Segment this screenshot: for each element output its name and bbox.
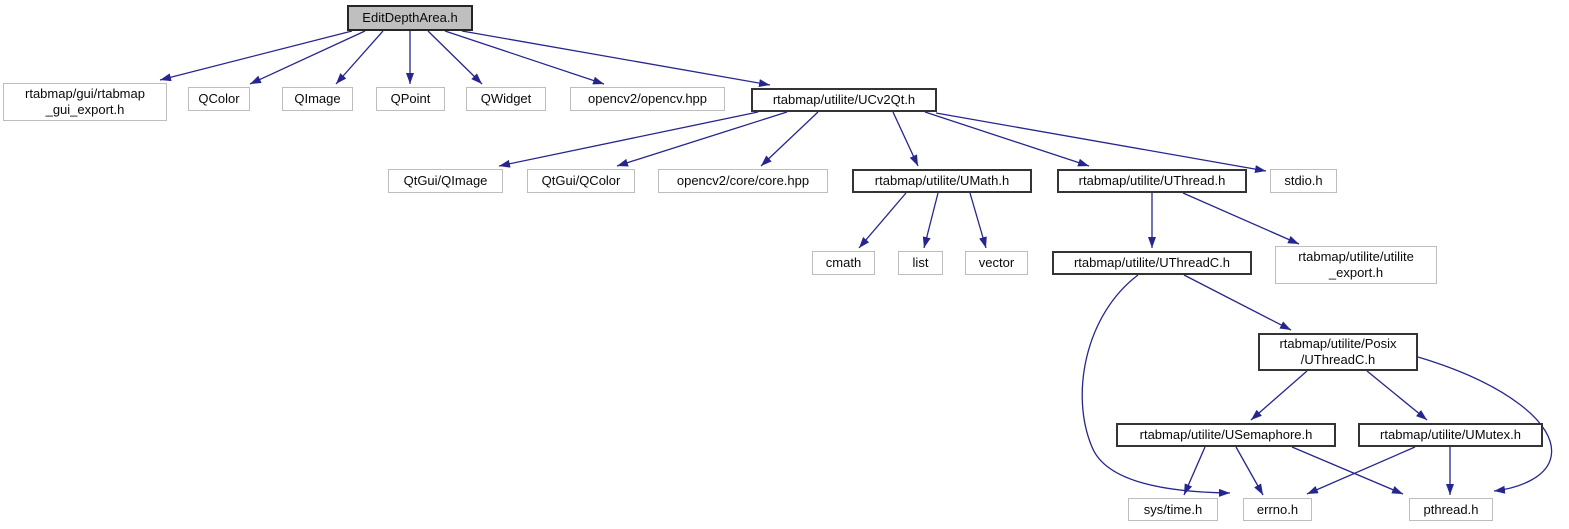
node-rtabmap-gui-export-h: rtabmap/gui/rtabmap _gui_export.h — [3, 83, 167, 121]
edge-usemaphore-errno — [1235, 446, 1264, 496]
node-qcolor: QColor — [188, 87, 250, 111]
edge-main-ucv2qt — [461, 30, 771, 88]
edge-ucv2qt-qtguiqcolor — [616, 111, 788, 167]
node-opencv2-opencv-hpp: opencv2/opencv.hpp — [570, 87, 725, 111]
node-usemaphore-h[interactable]: rtabmap/utilite/USemaphore.h — [1116, 423, 1336, 447]
node-stdio-h: stdio.h — [1270, 169, 1337, 193]
node-utilite-export-h: rtabmap/utilite/utilite _export.h — [1275, 246, 1437, 284]
node-qpoint: QPoint — [376, 87, 445, 111]
node-opencv2-core-hpp: opencv2/core/core.hpp — [658, 169, 828, 193]
edge-main-qimage — [335, 30, 384, 85]
node-umutex-h[interactable]: rtabmap/utilite/UMutex.h — [1358, 423, 1543, 447]
node-qimage: QImage — [282, 87, 353, 111]
node-qwidget: QWidget — [466, 87, 546, 111]
edge-posix-umutex — [1366, 370, 1428, 421]
edge-ucv2qt-stdio — [935, 112, 1267, 174]
edge-usemaphore-pthread — [1291, 446, 1404, 495]
edge-uthreadc-errno — [1081, 274, 1231, 497]
node-umath-h[interactable]: rtabmap/utilite/UMath.h — [852, 169, 1032, 193]
edge-ucv2qt-uthread — [924, 111, 1090, 167]
node-uthread-h[interactable]: rtabmap/utilite/UThread.h — [1057, 169, 1247, 193]
node-errno-h: errno.h — [1243, 498, 1312, 521]
node-sys-time-h: sys/time.h — [1128, 498, 1218, 521]
edge-main-guiexport — [159, 30, 353, 82]
edge-ucv2qt-umath — [892, 111, 919, 167]
node-qtgui-qcolor: QtGui/QColor — [527, 169, 635, 193]
edge-main-opencv — [444, 30, 605, 85]
edge-posix-usemaphore — [1250, 370, 1308, 421]
node-uthreadc-h[interactable]: rtabmap/utilite/UThreadC.h — [1052, 251, 1252, 275]
node-pthread-h: pthread.h — [1409, 498, 1493, 521]
edge-ucv2qt-qtguiqimage — [498, 111, 759, 168]
node-vector: vector — [965, 251, 1028, 275]
edge-umath-list — [922, 192, 939, 249]
edge-umath-cmath — [858, 192, 907, 249]
node-qtgui-qimage: QtGui/QImage — [388, 169, 503, 193]
node-editdeptharea-h: EditDepthArea.h — [347, 5, 473, 31]
edge-usemaphore-systime — [1183, 446, 1206, 496]
node-list: list — [898, 251, 943, 275]
node-cmath: cmath — [812, 251, 875, 275]
node-posix-uthreadc-h[interactable]: rtabmap/utilite/Posix /UThreadC.h — [1258, 333, 1418, 371]
node-ucv2qt-h[interactable]: rtabmap/utilite/UCv2Qt.h — [751, 88, 937, 112]
edge-ucv2qt-corehpp — [760, 111, 819, 167]
edge-main-qwidget — [427, 30, 483, 85]
edge-umath-vector — [969, 192, 987, 249]
edge-main-qcolor — [249, 30, 366, 85]
edge-umutex-errno — [1306, 446, 1416, 495]
edge-uthread-utiliteexport — [1182, 192, 1300, 245]
